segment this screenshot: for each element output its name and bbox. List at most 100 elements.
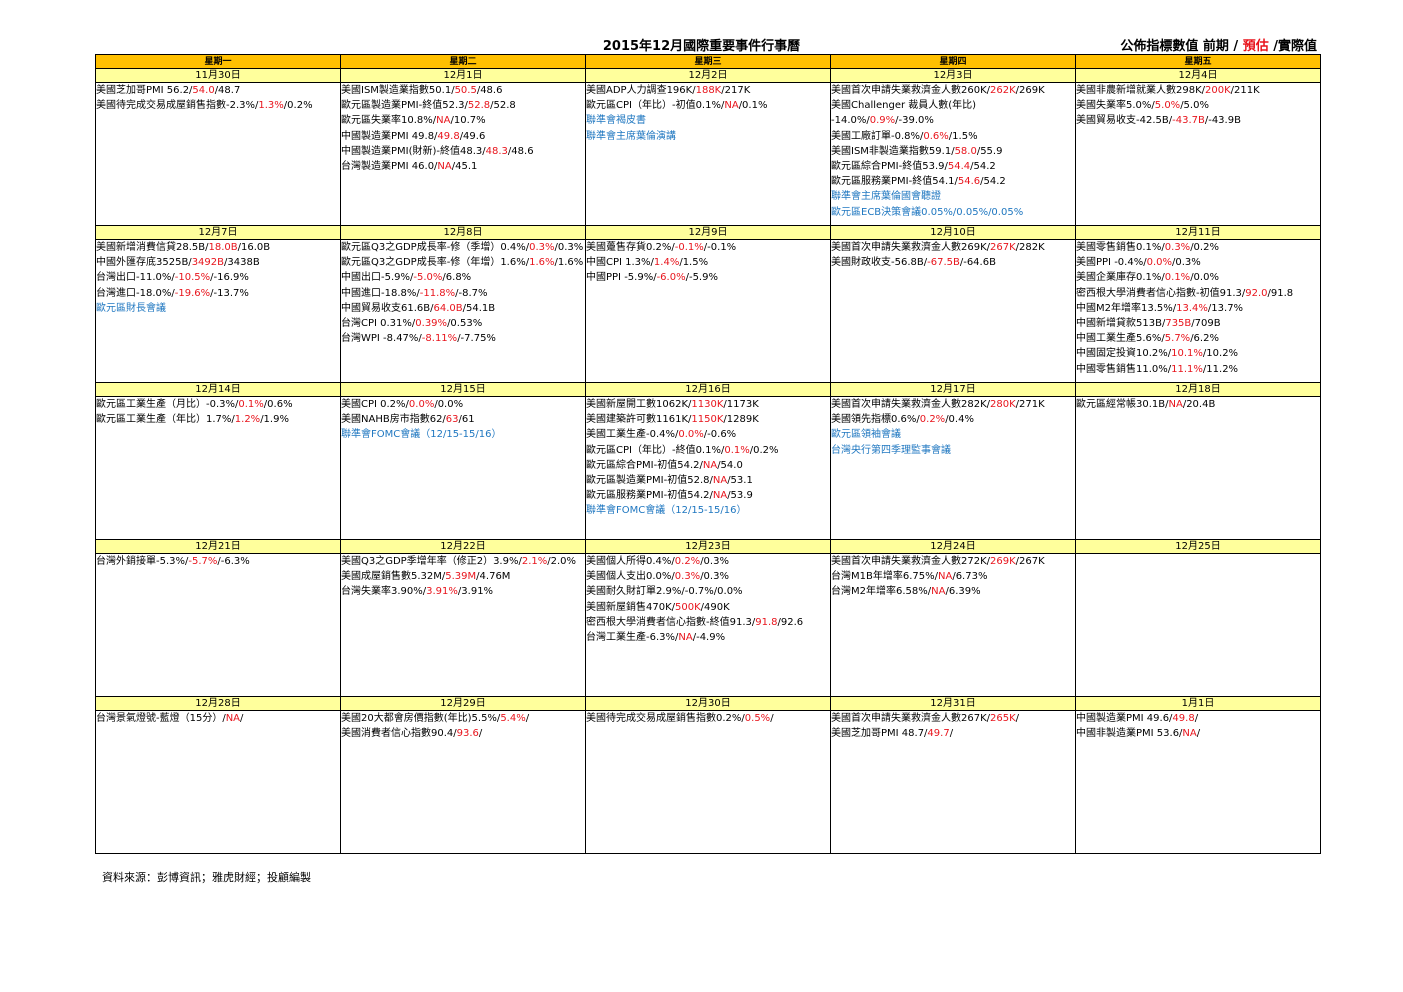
indicator-item: 美國財政收支-56.8B/-67.5B/-64.6B: [832, 255, 1075, 270]
day-events-cell: 歐元區經常帳30.1B/NA/20.4B: [1075, 396, 1321, 540]
indicator-item: 密西根大學消費者信心指數-初值91.3/92.0/91.8: [1077, 286, 1320, 301]
indicator-forecast: 1.4%: [653, 257, 680, 269]
indicator-forecast: -5.0%: [413, 272, 443, 284]
indicator-forecast: 5.0%: [1154, 100, 1181, 112]
indicator-item: 歐元區綜合PMI-初值54.2/NA/54.0: [587, 458, 830, 473]
indicator-prior: 台灣景氣燈號-藍燈（15分）/: [96, 713, 226, 724]
indicator-actual: /1.5%: [948, 130, 978, 142]
date-cell: 12月2日: [585, 68, 831, 83]
indicator-item: 美國耐久財訂單2.9%/-0.7%/0.0%: [586, 584, 830, 599]
indicator-item: 歐元區失業率10.8%/NA/10.7%: [342, 113, 585, 128]
indicator-item: 中國外匯存底3525B/3492B/3438B: [97, 255, 340, 270]
indicator-forecast: 269K: [990, 556, 1016, 567]
indicator-forecast: NA: [225, 713, 241, 724]
indicator-forecast: 0.6%: [923, 130, 949, 142]
indicator-prior: 中國製造業PMI(財新)-終值48.3/: [341, 145, 486, 157]
event-item: 台灣央行第四季理監事會議: [831, 444, 952, 456]
day-events-cell: 美國躉售存貨0.2%/-0.1%/-0.1%中國CPI 1.3%/1.4%/1.…: [585, 239, 831, 383]
weekday-header: 星期二: [340, 54, 586, 69]
indicator-forecast: 93.6: [456, 728, 479, 740]
indicator-actual: /92.6: [777, 616, 804, 628]
indicator-item: 美國個人支出0.0%/0.3%/0.3%: [587, 569, 830, 584]
indicator-forecast: 1150K: [691, 414, 724, 426]
indicator-actual: /709B: [1191, 318, 1221, 330]
day-events-cell: 美國個人所得0.4%/0.2%/0.3%美國個人支出0.0%/0.3%/0.3%…: [585, 553, 831, 697]
indicator-prior: 歐元區經常帳30.1B/: [1076, 399, 1169, 410]
indicator-actual: /1.6%: [554, 257, 584, 269]
indicator-prior: 美國個人所得0.4%/: [586, 556, 675, 567]
indicator-prior: 美國PPI -0.4%/: [1076, 257, 1147, 269]
indicator-actual: /-13.7%: [210, 287, 249, 299]
indicator-actual: /54.1B: [462, 302, 496, 314]
indicator-forecast: 200K: [1205, 85, 1231, 96]
indicator-forecast: -10.5%: [174, 272, 211, 284]
date-cell: 12月8日: [340, 225, 586, 240]
indicator-actual: /53.9: [727, 490, 753, 502]
indicator-actual: /45.1: [451, 161, 478, 173]
indicator-forecast: 13.4%: [1176, 302, 1208, 314]
date-cell: 12月18日: [1075, 382, 1321, 397]
indicator-forecast: 0.39%: [415, 318, 448, 330]
indicator-forecast: 5.39M: [445, 571, 477, 583]
indicator-actual: /: [240, 713, 244, 724]
indicator-prior: 美國ADP人力調查196K/: [586, 85, 696, 96]
indicator-item: 中國製造業PMI(財新)-終值48.3/48.3/48.6: [341, 144, 585, 159]
indicator-forecast: NA: [938, 571, 953, 583]
indicator-item: 美國首次申請失業救濟金人數269K/267K/282K: [832, 241, 1075, 256]
indicator-item: 美國首次申請失業救濟金人數267K/265K/: [832, 712, 1075, 727]
indicator-prior: 台灣工業生產-6.3%/: [586, 632, 679, 644]
indicator-actual: /55.9: [976, 145, 1003, 157]
date-cell: 12月31日: [830, 696, 1076, 711]
date-cell: 11月30日: [95, 68, 341, 83]
date-cell: 12月7日: [95, 225, 341, 240]
indicator-prior: 美國ISM非製造業指數59.1/: [831, 145, 955, 157]
date-cell: 12月25日: [1075, 539, 1321, 554]
indicator-actual: /48.6: [507, 145, 534, 157]
indicator-prior: 美國領先指標0.6%/: [831, 414, 920, 426]
indicator-actual: /-64.6B: [959, 257, 996, 269]
indicator-actual: /6.39%: [945, 586, 981, 598]
indicator-prior: 歐元區工業生產（年比）1.7%/: [96, 414, 235, 426]
page-title: 2015年12月國際重要事件行事曆: [602, 39, 801, 54]
events-row: 台灣外銷接單-5.3%/-5.7%/-6.3%美國Q3之GDP季增年率（修正2）…: [95, 553, 1321, 697]
indicator-actual: /1173K: [723, 399, 759, 410]
indicator-forecast: 0.2%: [919, 414, 946, 426]
indicator-forecast: 58.0: [954, 145, 977, 157]
indicator-forecast: NA: [702, 459, 718, 471]
indicator-forecast: 3.91%: [426, 586, 458, 598]
indicator-actual: /217K: [721, 85, 751, 96]
indicator-prior: 美國耐久財訂單2.9%/-0.7%/0.0%: [586, 586, 743, 598]
legend-forecast-label: 預估: [1242, 39, 1269, 54]
indicator-item: 美國領先指標0.6%/0.2%/0.4%: [831, 412, 1075, 427]
indicator-prior: 美國新屋開工數1062K/: [586, 399, 692, 410]
indicator-actual: /54.2: [970, 161, 996, 173]
indicator-item: 美國芝加哥PMI 48.7/49.7/: [832, 726, 1075, 741]
indicator-forecast: 11.1%: [1171, 363, 1203, 375]
indicator-actual: /: [525, 713, 530, 724]
indicator-item: 美國失業率5.0%/5.0%/5.0%: [1077, 98, 1320, 113]
indicator-forecast: 54.6: [957, 176, 981, 188]
indicator-forecast: 0.5%: [744, 713, 771, 724]
indicator-actual: /-8.7%: [455, 287, 488, 299]
indicator-prior: 美國ISM製造業指數50.1/: [341, 85, 455, 96]
indicator-actual: /3.91%: [457, 586, 494, 598]
indicator-actual: /: [770, 713, 774, 724]
indicator-item: 美國零售銷售0.1%/0.3%/0.2%: [1077, 241, 1320, 256]
indicator-item: 密西根大學消費者信心指數-終值91.3/91.8/92.6: [587, 615, 830, 630]
indicator-item: 美國成屋銷售數5.32M/5.39M/4.76M: [342, 569, 585, 584]
indicator-forecast: 63: [445, 414, 459, 426]
indicator-item: 台灣CPI 0.31%/0.39%/0.53%: [342, 316, 585, 331]
weekday-header-row: 星期一 星期二 星期三 星期四 星期五: [95, 54, 1321, 69]
indicator-item: 美國CPI 0.2%/0.0%/0.0%: [342, 398, 585, 413]
indicator-actual: /: [949, 728, 954, 740]
day-events-cell: 美國20大都會房價指數(年比)5.5%/5.4%/美國消費者信心指數90.4/9…: [340, 710, 586, 854]
indicator-actual: /6.73%: [952, 571, 988, 583]
indicator-item: 美國工業生產-0.4%/0.0%/-0.6%: [587, 427, 830, 442]
indicator-prior: 美國躉售存貨0.2%/: [586, 242, 675, 253]
indicator-item: 美國芝加哥PMI 56.2/54.0/48.7: [97, 84, 340, 99]
